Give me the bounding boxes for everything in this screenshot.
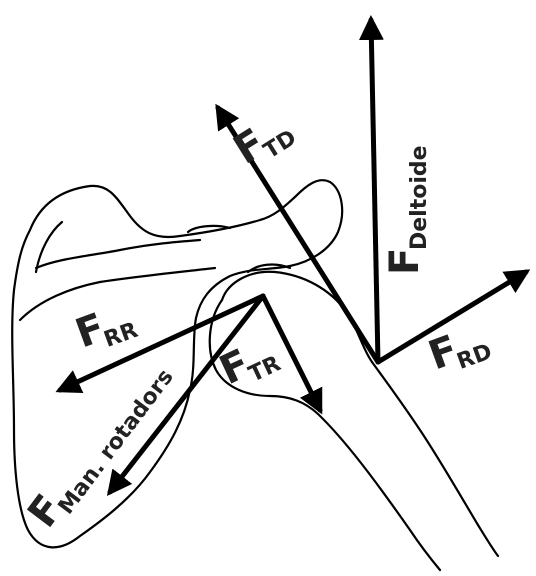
deltoide-label: F Deltoide (382, 145, 432, 275)
frr-label: F RR (70, 294, 142, 361)
deltoide-label-sub: Deltoide (407, 145, 432, 250)
man-rotadors-label-sub: Man. rotadors (54, 365, 179, 519)
man-rotadors-label: F Man. rotadors (19, 350, 178, 539)
ftd-label: F TD (226, 104, 301, 177)
frd-label-sub: RD (454, 339, 496, 375)
deltoide-label-main: F (382, 248, 428, 275)
ftr-label: F TR (213, 329, 285, 398)
deltoide-arrow (371, 20, 378, 362)
frr-label-sub: RR (101, 318, 141, 353)
